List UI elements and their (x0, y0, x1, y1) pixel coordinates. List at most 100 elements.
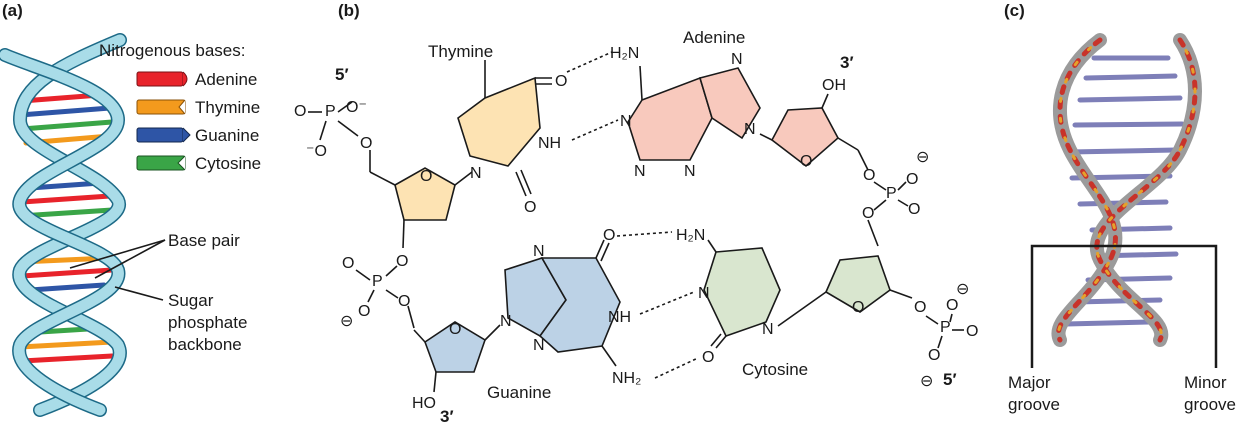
sugar-right-o: O (800, 153, 812, 170)
hbond-gc-1 (616, 231, 673, 237)
hbond-ta-1 (566, 51, 613, 73)
sugar-cytosine-o: O (852, 299, 864, 316)
adenine-n3b: N (684, 163, 696, 180)
sugar-guanine: O HO (412, 321, 501, 412)
legend-title: Nitrogenous bases: (99, 41, 245, 60)
adenine-label: Adenine (683, 28, 745, 47)
thymine-nh: NH (538, 135, 561, 152)
end-5prime-bottom-right: 5′ (943, 370, 957, 389)
thymine-swatch (136, 99, 186, 115)
panel-a-label: (a) (2, 1, 23, 20)
guanine-swatch (136, 127, 184, 143)
adenine-h2n: H₂N (610, 45, 639, 62)
thymine-n: N (470, 165, 482, 182)
sugar-left-top: O (369, 150, 473, 249)
adenine-n7: N (731, 51, 743, 68)
phos-rt-o: O (906, 171, 918, 188)
end-3prime-bottom-left: 3′ (440, 407, 454, 426)
sugar-left-o: O (420, 168, 432, 185)
guanine-o: O (603, 227, 615, 244)
phos-rt-p: P (886, 185, 897, 202)
dna-molecular-model (1051, 33, 1202, 347)
phos-ml-p: P (372, 273, 383, 290)
legend-thymine-label: Thymine (195, 98, 260, 117)
guanine-label: Guanine (487, 383, 551, 402)
legend-cytosine-label: Cytosine (195, 154, 261, 173)
phos-tl-o-ester: O (360, 135, 372, 152)
adenine-swatch (136, 71, 184, 87)
sugar-right-top: O OH (759, 77, 869, 171)
phos-ml-o: O (396, 253, 408, 270)
legend-adenine: Adenine (136, 70, 257, 89)
cytosine-n1: N (762, 321, 774, 338)
legend-thymine: Thymine (136, 98, 260, 117)
legend-adenine-label: Adenine (195, 70, 257, 89)
major-groove-label-1: Major (1008, 373, 1051, 392)
phos-rt-o-bottom: O (862, 205, 874, 222)
phos-tl-o-minus: O⁻ (346, 99, 367, 116)
guanine-n9: N (500, 313, 512, 330)
phos-br-o-right: O (966, 323, 978, 340)
guanine-ring: N N N NH O NH₂ (500, 227, 641, 387)
sugar-guanine-o: O (449, 321, 461, 338)
end-3prime-top-right: 3′ (840, 53, 854, 72)
panel-b-label: (b) (338, 1, 360, 20)
cytosine-n3: N (698, 285, 710, 302)
phos-br-minus: ⊖ (956, 281, 969, 298)
dna-ribbon-helix (0, 33, 127, 417)
minor-groove-label-1: Minor (1184, 373, 1227, 392)
sugar-right-oh: OH (822, 77, 846, 94)
backbone-label-2: phosphate (168, 313, 247, 332)
phos-tl-minus-o: ⁻O (306, 143, 327, 160)
thymine-o-top: O (555, 73, 567, 90)
cytosine-label: Cytosine (742, 360, 808, 379)
legend-cytosine: Cytosine (136, 154, 261, 173)
backbone-label-3: backbone (168, 335, 242, 354)
phos-br-minus-bottom: ⊖ (920, 373, 933, 390)
cytosine-ring: H₂N N N O (676, 227, 781, 366)
phos-br-o-bottom: O (928, 347, 940, 364)
cytosine-o: O (702, 349, 714, 366)
phosphate-middle-left: O P O O ⊖ O (340, 253, 415, 330)
hbond-ta-2 (571, 119, 619, 141)
phos-br-o-top: O (946, 297, 958, 314)
phos-ml-o-bottom: O (358, 303, 370, 320)
cytosine-h2n: H₂N (676, 227, 705, 244)
legend-guanine: Guanine (136, 126, 259, 145)
adenine-n1: N (620, 113, 632, 130)
groove-bracket (1030, 244, 1218, 368)
guanine-nh: NH (608, 309, 631, 326)
end-5prime-top-left: 5′ (335, 65, 349, 84)
phos-rt-o-right: O (908, 201, 920, 218)
phos-tl-p: P (325, 103, 336, 120)
panel-c-label: (c) (1004, 1, 1025, 20)
hbond-gc-2 (639, 291, 695, 315)
adenine-n9: N (744, 121, 756, 138)
phos-rt-minus: ⊖ (916, 149, 929, 166)
sugar-guanine-ho: HO (412, 395, 436, 412)
phosphate-bottom-right: O P O ⊖ O O ⊖ (914, 281, 978, 390)
thymine-o-bottom: O (524, 199, 536, 216)
thymine-label: Thymine (428, 42, 493, 61)
guanine-n7: N (533, 243, 545, 260)
base-pair-callout: Base pair (69, 231, 240, 279)
adenine-ring: H₂N N N N N N (610, 45, 761, 180)
phosphate-right-top: O P O ⊖ O O (862, 149, 929, 247)
major-groove-label-2: groove (1008, 395, 1060, 414)
thymine-ring: O NH N O (457, 60, 567, 216)
guanine-nh2: NH₂ (612, 370, 641, 387)
phos-tl-o: O (294, 103, 306, 120)
hbond-gc-3 (654, 357, 699, 379)
base-pair-label: Base pair (168, 231, 240, 250)
legend-guanine-label: Guanine (195, 126, 259, 145)
adenine-n3: N (634, 163, 646, 180)
guanine-n3: N (533, 337, 545, 354)
phos-ml-o-ester: O (398, 293, 410, 310)
phos-br-p: P (940, 319, 951, 336)
sugar-cytosine: O (777, 255, 913, 327)
backbone-label-1: Sugar (168, 291, 214, 310)
phos-ml-minus: ⊖ (340, 313, 353, 330)
phos-rt-o-ester: O (863, 167, 875, 184)
phos-br-o-ester: O (914, 299, 926, 316)
